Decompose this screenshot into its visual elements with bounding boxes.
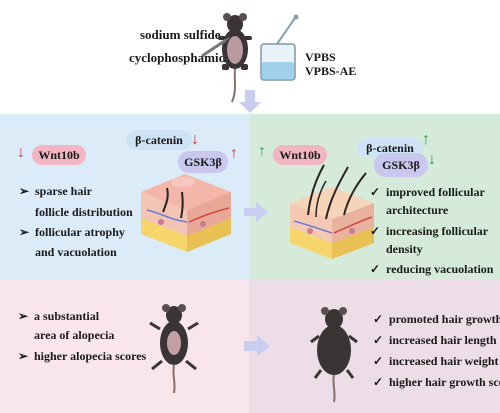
right-bottom-bullet-2: ✓increased hair length — [373, 333, 497, 347]
up-arrow-wnt10b: ↑ — [258, 143, 266, 160]
check-icon: ✓ — [370, 224, 381, 238]
marker-gsk3b: GSK3β — [178, 151, 228, 173]
arrow-bullet-icon: ➢ — [19, 184, 30, 198]
group-vpbs-ae: VPBS-AE — [305, 64, 357, 78]
marker-beta-catenin: β-catenin — [126, 130, 192, 150]
left-mid-bullet-2: ➢follicular atrophy — [19, 225, 125, 239]
marker-wnt10b-right: Wnt10b — [273, 145, 327, 165]
right-mid-bullet-1: ✓improved follicular — [370, 185, 485, 199]
left-bottom-bullet-1: ➢a substantial — [18, 309, 100, 323]
check-icon: ✓ — [370, 185, 381, 199]
right-bottom-bullet-3: ✓increased hair weight — [373, 354, 499, 368]
right-mid-bullet-3: ✓reducing vacuolation — [370, 262, 494, 276]
skin-tissue-sparse-illustration — [141, 174, 231, 252]
up-arrow-gsk3b: ↑ — [230, 145, 238, 162]
treatment-sodium-sulfide: sodium sulfide — [140, 27, 221, 42]
right-mid-bullet-2b: density — [386, 242, 423, 256]
left-bottom-bullet-1b: area of alopecia — [34, 328, 115, 342]
beaker-icon — [260, 14, 299, 81]
down-arrow-gsk3b: ↓ — [428, 151, 436, 168]
check-icon: ✓ — [373, 354, 384, 368]
left-mid-bullet-1b: follicle distribution — [35, 205, 133, 219]
flow-arrow-right-middle — [244, 202, 268, 222]
mouse-hair-growth-illustration — [310, 307, 358, 402]
down-arrow-beta-catenin: ↓ — [191, 131, 199, 148]
left-mid-bullet-2b: and vacuolation — [35, 245, 117, 259]
skin-tissue-improved-illustration — [290, 164, 374, 259]
check-icon: ✓ — [373, 312, 384, 326]
left-bottom-bullet-2: ➢higher alopecia scores — [18, 349, 147, 363]
left-bottom-panel — [0, 280, 249, 413]
arrow-bullet-icon: ➢ — [19, 225, 30, 239]
right-mid-bullet-1b: architecture — [386, 203, 449, 217]
check-icon: ✓ — [370, 262, 381, 276]
marker-wnt10b: Wnt10b — [32, 145, 86, 165]
group-vpbs: VPBS — [305, 50, 336, 64]
up-arrow-beta-catenin: ↑ — [422, 131, 430, 148]
arrow-bullet-icon: ➢ — [18, 309, 29, 323]
right-mid-bullet-2: ✓increasing follicular — [370, 224, 489, 238]
right-bottom-panel — [249, 280, 500, 413]
syringe-icon — [201, 37, 230, 58]
mouse-alopecia-illustration — [149, 304, 199, 393]
check-icon: ✓ — [373, 333, 384, 347]
right-bottom-bullet-4: ✓higher hair growth score — [373, 375, 500, 389]
mouse-illustration-top — [218, 13, 252, 103]
check-icon: ✓ — [373, 375, 384, 389]
marker-gsk3b-right: GSK3β — [374, 153, 428, 177]
down-arrow-wnt10b: ↓ — [17, 144, 25, 161]
flow-arrow-right-bottom — [244, 335, 270, 357]
left-mid-bullet-1: ➢sparse hair — [19, 184, 92, 198]
arrow-bullet-icon: ➢ — [18, 349, 29, 363]
flow-arrow-down — [239, 90, 261, 113]
right-bottom-bullet-1: ✓promoted hair growth — [373, 312, 500, 326]
